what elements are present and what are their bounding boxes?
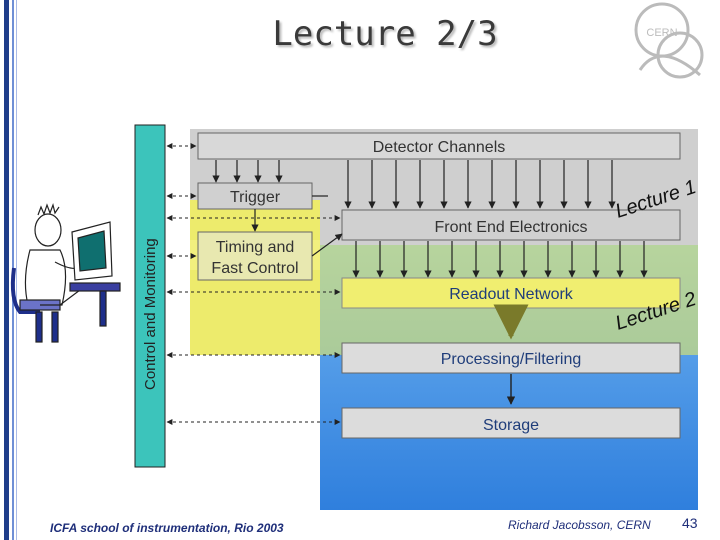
footer-author: Richard Jacobsson, CERN <box>508 518 651 532</box>
footer-left: ICFA school of instrumentation, Rio 2003 <box>50 521 284 535</box>
slide-title: Lecture 2/3 <box>272 14 498 54</box>
cern-logo-text: CERN <box>646 27 677 39</box>
page-number: 43 <box>682 515 698 531</box>
processing-label: Processing/Filtering <box>441 351 582 368</box>
person-at-computer-clipart <box>10 202 121 343</box>
channel-arrows <box>212 160 616 209</box>
front-end-box <box>341 209 681 241</box>
control-dashed-lines <box>166 143 341 425</box>
detector-channels-box <box>197 132 681 160</box>
processing-box <box>341 342 681 374</box>
front-end-arrows <box>352 241 648 278</box>
detector-channels-label: Detector Channels <box>373 139 506 156</box>
cern-logo: CERN <box>634 2 704 79</box>
storage-box <box>341 407 681 439</box>
trigger-label: Trigger <box>230 189 281 206</box>
timing-box <box>197 231 313 281</box>
front-end-label: Front End Electronics <box>435 219 588 236</box>
readout-network-box <box>341 277 681 309</box>
control-monitoring-label: Control and Monitoring <box>142 238 159 390</box>
timing-label-2: Fast Control <box>211 260 298 277</box>
control-monitoring-bar <box>134 124 166 468</box>
storage-label: Storage <box>483 417 539 434</box>
timing-label-1: Timing and <box>216 239 295 256</box>
readout-network-label: Readout Network <box>449 286 574 303</box>
